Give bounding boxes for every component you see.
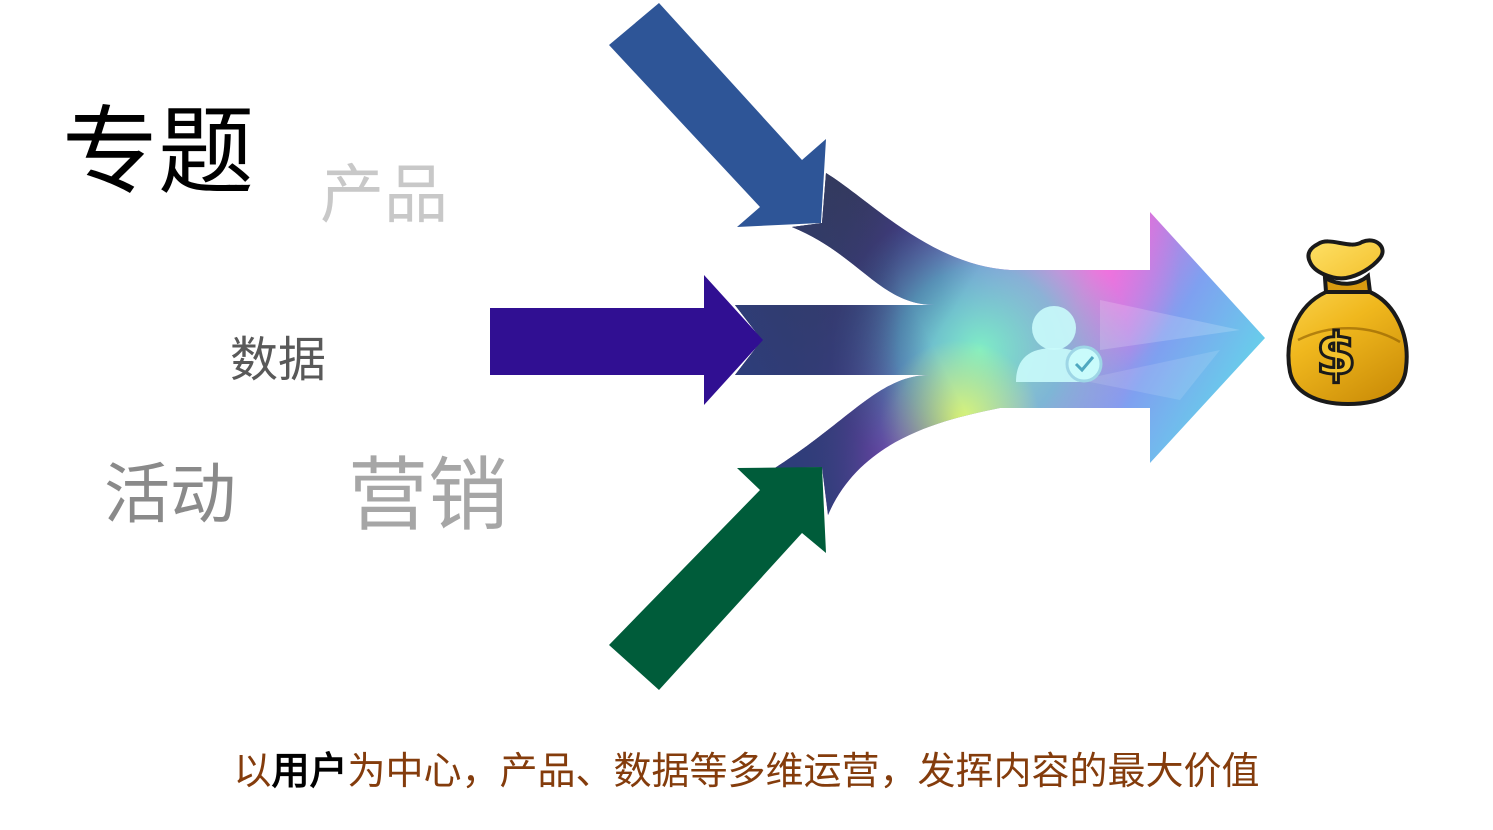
arrow-top: [609, 3, 826, 227]
tagline-highlight: 用户: [271, 749, 348, 793]
tagline: 以用户为中心，产品、数据等多维运营，发挥内容的最大价值: [0, 752, 1493, 790]
word-marketing: 营销: [348, 449, 508, 542]
word-data: 数据: [230, 332, 327, 388]
word-topic: 专题: [62, 96, 254, 208]
tagline-prefix: 以: [233, 749, 272, 793]
arrow-bottom: [609, 467, 826, 690]
user-check-icon: [1016, 306, 1103, 383]
money-bag-icon: $: [1286, 238, 1409, 407]
word-product: 产品: [320, 159, 448, 233]
tagline-suffix: 为中心，产品、数据等多维运营，发挥内容的最大价值: [347, 749, 1260, 793]
word-activity: 活动: [104, 456, 236, 533]
arrow-middle: [490, 275, 763, 405]
money-symbol: $: [1316, 320, 1356, 388]
